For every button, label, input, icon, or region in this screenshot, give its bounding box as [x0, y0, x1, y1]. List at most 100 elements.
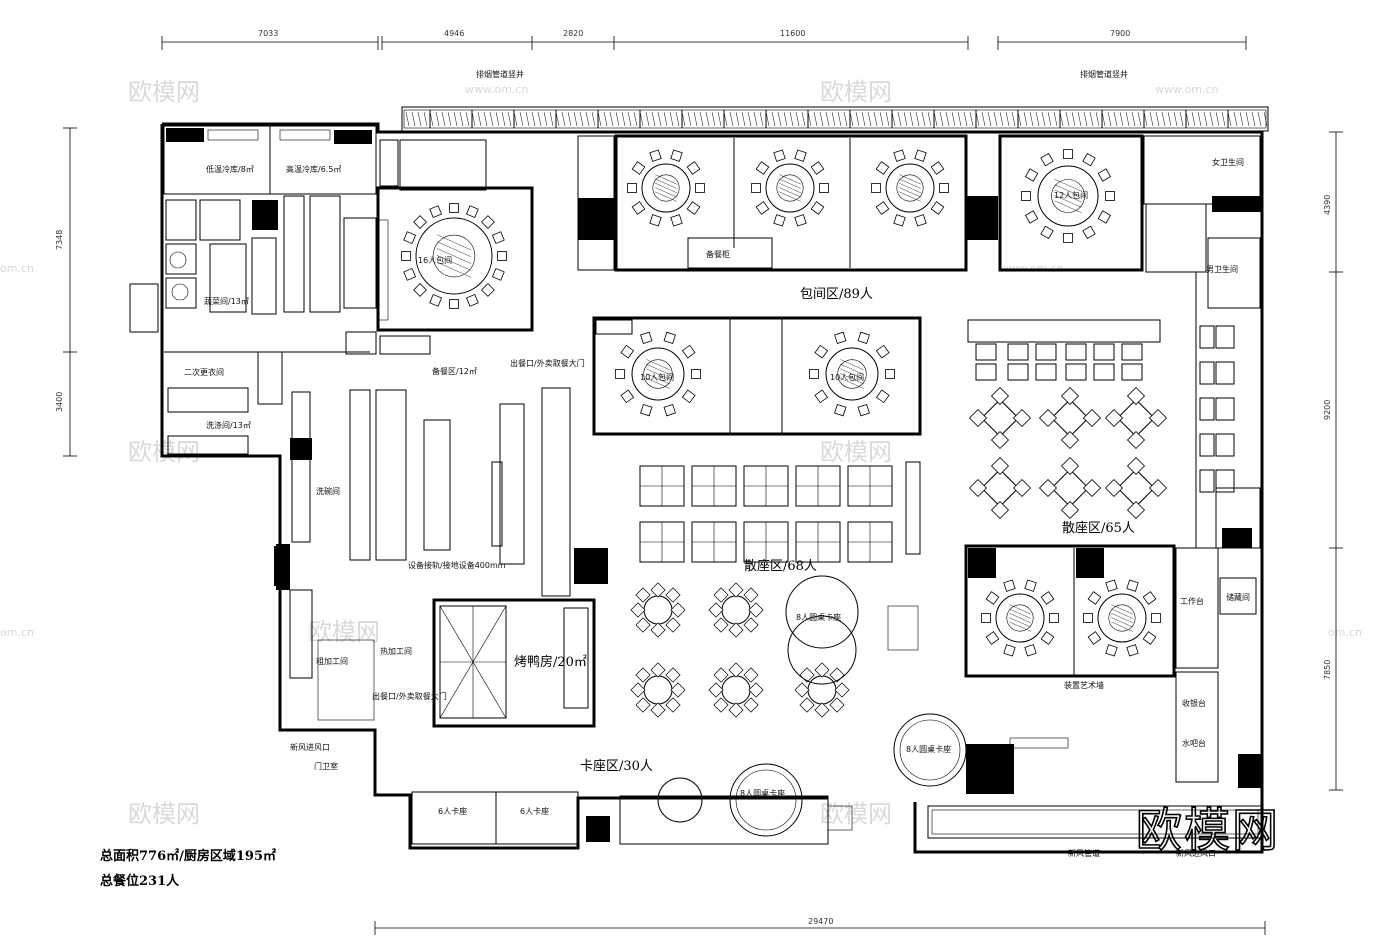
- chair: [650, 702, 666, 718]
- chair: [981, 613, 991, 623]
- chair: [713, 697, 729, 713]
- dim-right-2: 9200: [1323, 400, 1332, 420]
- chair: [665, 617, 681, 633]
- label-vip16: 16人包间: [418, 255, 452, 265]
- label-door: 门卫室: [314, 761, 338, 771]
- dimension-lines: [63, 36, 1343, 935]
- dim-right-3: 7850: [1323, 660, 1332, 680]
- watermark-cn: 欧模网: [820, 800, 892, 828]
- chair: [743, 587, 759, 603]
- counter-chair: [975, 363, 997, 381]
- chair: [413, 283, 427, 297]
- chair: [875, 344, 890, 359]
- chair: [429, 293, 443, 307]
- chair: [728, 702, 744, 718]
- chair: [708, 602, 724, 618]
- chair: [1126, 500, 1146, 520]
- label-roast: 烤鸭房/20㎡: [514, 654, 587, 670]
- chair: [834, 403, 847, 417]
- watermark-cn: 欧模网: [820, 438, 892, 466]
- round-table: [981, 579, 1059, 657]
- chair: [620, 389, 635, 404]
- chair: [650, 662, 666, 678]
- summary-seats: 总餐位231人: [100, 873, 180, 889]
- diamond-table-grid: [968, 386, 1168, 520]
- facade-strip-top: [401, 106, 1269, 132]
- chair: [1082, 152, 1096, 167]
- chair: [990, 386, 1010, 406]
- chair: [748, 602, 764, 618]
- chair: [1083, 613, 1093, 623]
- chair: [1142, 591, 1157, 605]
- chair: [401, 251, 411, 261]
- booth-seat: [1215, 325, 1235, 349]
- chair: [635, 617, 651, 633]
- chair: [810, 161, 825, 175]
- chair: [814, 702, 830, 718]
- round-table: [401, 203, 507, 309]
- booth-seat: [1215, 361, 1235, 385]
- chair: [1151, 613, 1161, 623]
- chair: [728, 582, 744, 598]
- label-round-a: 8人圆桌卡座: [740, 788, 785, 798]
- chair: [1012, 408, 1032, 428]
- chair: [893, 149, 906, 162]
- chair: [649, 149, 662, 162]
- chair: [1040, 591, 1055, 605]
- chair: [990, 500, 1010, 520]
- chair: [1021, 191, 1031, 201]
- counter-chair: [1121, 363, 1143, 381]
- chair: [834, 682, 850, 698]
- label-prep: 备餐区/12㎡: [432, 366, 477, 376]
- label-dining-center: 散座区/68人: [744, 559, 817, 574]
- chair: [1003, 644, 1016, 657]
- planter-strip: [927, 805, 1263, 839]
- chair: [810, 201, 825, 215]
- label-storage: 储藏间: [1226, 592, 1250, 602]
- chair: [809, 369, 819, 379]
- rect-table: [743, 521, 789, 563]
- dim-left-2: 3400: [55, 392, 64, 412]
- chair: [1024, 168, 1039, 182]
- chair: [670, 682, 686, 698]
- chair: [640, 403, 653, 417]
- vip-room-16: [345, 139, 534, 355]
- chair: [1038, 478, 1058, 498]
- chair: [914, 214, 927, 227]
- chair: [449, 203, 459, 213]
- chair: [1126, 386, 1146, 406]
- booths-right: [1199, 325, 1235, 493]
- rect-table: [743, 465, 789, 507]
- chair: [1104, 478, 1124, 498]
- chair: [875, 161, 890, 175]
- label-artwork: 装置艺术墙: [1064, 680, 1104, 690]
- round-table-4: [630, 662, 686, 718]
- chair: [743, 667, 759, 683]
- chair: [1060, 500, 1080, 520]
- chair: [620, 344, 635, 359]
- round-table: [871, 149, 949, 227]
- chair: [1063, 149, 1073, 159]
- chair: [1038, 408, 1058, 428]
- chair: [1126, 430, 1146, 450]
- chair: [1060, 430, 1080, 450]
- rect-table: [639, 521, 685, 563]
- chair: [1087, 591, 1102, 605]
- chair: [491, 267, 505, 281]
- label-round-c: 8人圆桌卡座: [906, 744, 951, 754]
- label-waterbar: 水吧台: [1182, 738, 1206, 748]
- chair: [429, 205, 443, 219]
- chair: [814, 662, 830, 678]
- chair: [1105, 644, 1118, 657]
- counter-chair: [975, 343, 997, 361]
- chair: [1040, 225, 1054, 240]
- chair: [875, 389, 890, 404]
- chair: [990, 430, 1010, 450]
- chair: [1060, 456, 1080, 476]
- chair: [1040, 631, 1055, 645]
- chair: [497, 251, 507, 261]
- diamond-table: [1104, 386, 1168, 450]
- chair: [465, 205, 479, 219]
- chair: [465, 293, 479, 307]
